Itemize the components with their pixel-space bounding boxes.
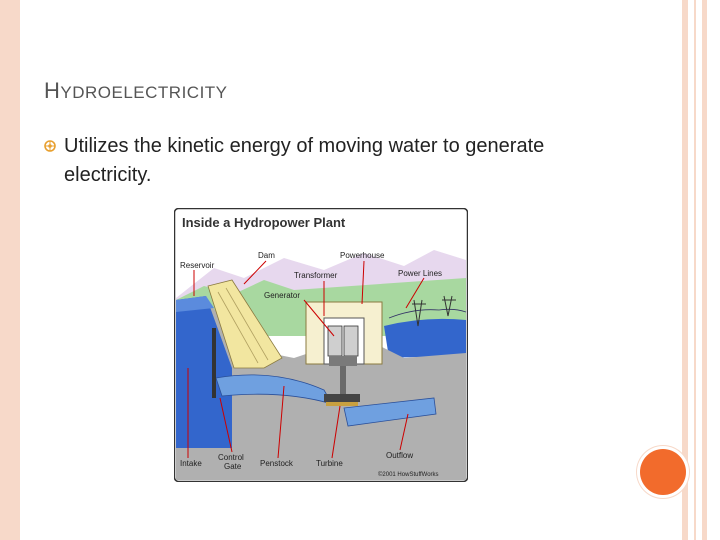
label-control-gate-1: Control	[218, 453, 244, 462]
right-decor-line	[694, 0, 696, 540]
right-decor-bar	[682, 0, 688, 540]
slide-title: HYDROELECTRICITY	[44, 78, 228, 104]
label-control-gate-2: Gate	[224, 462, 242, 471]
diagram-heading: Inside a Hydropower Plant	[182, 215, 346, 230]
label-transformer: Transformer	[294, 271, 338, 280]
label-generator: Generator	[264, 291, 300, 300]
label-power-lines: Power Lines	[398, 269, 442, 278]
hydropower-diagram: Inside a Hydropower Plant Reservoir Dam …	[174, 208, 468, 482]
label-reservoir: Reservoir	[180, 261, 215, 270]
title-rest: YDROELECTRICITY	[60, 83, 228, 102]
left-decor-bar	[0, 0, 20, 540]
title-initial: H	[44, 78, 61, 103]
label-copyright: ©2001 HowStuffWorks	[378, 471, 439, 478]
right-decor-bar-outer	[702, 0, 707, 540]
label-dam: Dam	[258, 251, 275, 260]
label-turbine: Turbine	[316, 459, 343, 468]
label-powerhouse: Powerhouse	[340, 251, 385, 260]
bullet-sun-icon	[44, 140, 56, 152]
label-intake: Intake	[180, 459, 202, 468]
bullet-text: Utilizes the kinetic energy of moving wa…	[64, 135, 545, 186]
label-outflow: Outflow	[386, 451, 413, 460]
label-penstock: Penstock	[260, 459, 294, 468]
decor-circle	[640, 449, 686, 495]
